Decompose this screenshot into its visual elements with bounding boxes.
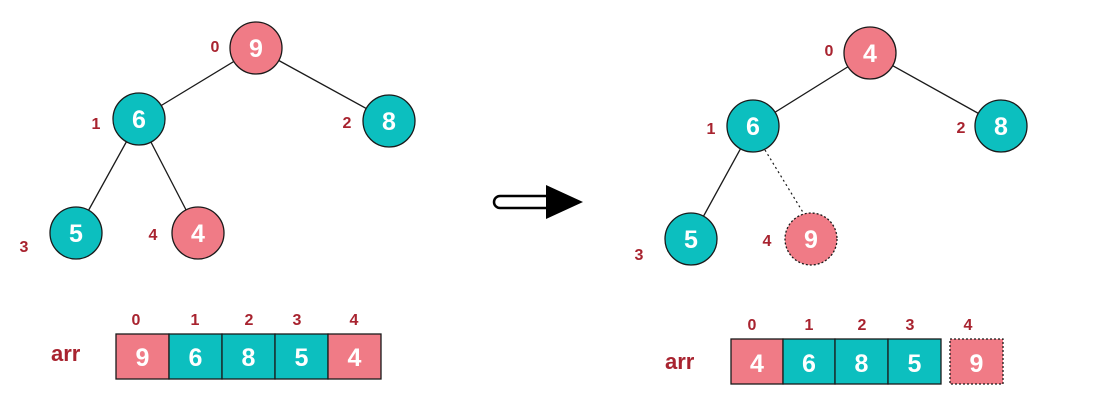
cell-index: 4 (964, 317, 973, 334)
node-index: 0 (211, 39, 220, 56)
node-index: 0 (825, 43, 834, 60)
array-cell: 6 1 (168, 312, 223, 380)
cell-value: 6 (189, 344, 203, 372)
tree-node: 9 0 (211, 21, 283, 75)
tree-node: 5 3 (20, 206, 103, 260)
cell-index: 3 (906, 317, 915, 334)
right-arrow-icon (492, 185, 583, 219)
tree-node: 8 2 (343, 94, 416, 148)
cell-value: 8 (855, 350, 869, 378)
cell-value: 4 (750, 350, 764, 378)
tree-node: 8 2 (957, 99, 1028, 153)
cell-value: 5 (295, 344, 309, 372)
node-value: 5 (69, 220, 83, 248)
array-cell: 6 1 (782, 317, 836, 385)
after-tree: 4 0 6 1 8 2 5 3 9 4 (635, 26, 1028, 266)
node-index: 1 (707, 121, 716, 138)
node-circle (362, 94, 416, 148)
after-array: arr 4 0 6 1 8 2 5 3 9 4 (665, 317, 1004, 385)
node-value: 4 (191, 220, 205, 248)
node-index: 4 (149, 227, 158, 244)
cell-value: 5 (908, 350, 922, 378)
node-circle (843, 26, 897, 80)
cell-index: 1 (805, 317, 814, 334)
cell-value: 8 (242, 344, 256, 372)
node-value: 6 (132, 106, 146, 134)
cell-index: 1 (191, 312, 200, 329)
cell-value: 9 (970, 350, 984, 378)
array-cell: 5 3 (887, 317, 942, 385)
node-index: 3 (635, 247, 644, 264)
removed-tree-node: 9 4 (763, 212, 838, 266)
removed-edge (764, 149, 805, 215)
node-circle (784, 212, 838, 266)
node-index: 4 (763, 233, 772, 250)
cell-index: 4 (350, 312, 359, 329)
array-cell: 8 2 (221, 312, 276, 380)
tree-node: 4 4 (149, 206, 225, 260)
array-cell: 4 4 (327, 312, 382, 380)
node-circle (49, 206, 103, 260)
cell-index: 2 (245, 312, 254, 329)
node-circle (112, 92, 166, 146)
node-circle (229, 21, 283, 75)
node-index: 2 (957, 120, 966, 137)
node-index: 3 (20, 239, 29, 256)
before-array: arr 9 0 6 1 8 2 5 3 4 4 (51, 312, 382, 380)
node-value: 6 (746, 113, 760, 141)
node-value: 9 (804, 226, 818, 254)
node-circle (974, 99, 1028, 153)
array-label: arr (51, 341, 81, 366)
array-cell: 4 0 (730, 317, 784, 385)
cell-value: 4 (348, 344, 362, 372)
tree-node: 6 1 (92, 92, 166, 146)
array-cell: 9 0 (115, 312, 170, 380)
node-value: 5 (684, 226, 698, 254)
array-cell: 8 2 (834, 317, 889, 385)
removed-array-cell: 9 4 (949, 317, 1004, 385)
tree-node: 5 3 (635, 212, 718, 266)
node-value: 8 (994, 113, 1008, 141)
cell-value: 6 (802, 350, 816, 378)
cell-index: 2 (858, 317, 867, 334)
tree-node: 4 0 (825, 26, 897, 80)
node-index: 2 (343, 115, 352, 132)
node-value: 9 (249, 35, 263, 63)
tree-node: 6 1 (707, 99, 780, 153)
cell-index: 0 (748, 317, 757, 334)
cell-index: 3 (293, 312, 302, 329)
before-tree: 9 0 6 1 8 2 5 3 4 4 (20, 21, 416, 260)
node-value: 4 (863, 40, 877, 68)
array-label: arr (665, 349, 695, 374)
node-value: 8 (382, 108, 396, 136)
node-circle (726, 99, 780, 153)
array-cell: 5 3 (274, 312, 329, 380)
node-circle (171, 206, 225, 260)
cell-value: 9 (136, 344, 150, 372)
cell-index: 0 (132, 312, 141, 329)
node-index: 1 (92, 116, 101, 133)
node-circle (664, 212, 718, 266)
